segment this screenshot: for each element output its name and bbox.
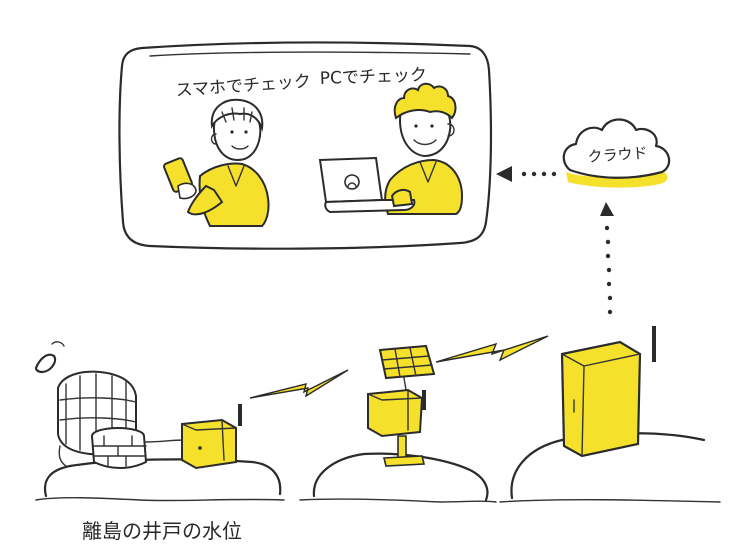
cloud-to-screen-arrow (496, 166, 557, 182)
sensor-box-icon (181, 404, 242, 470)
pc-check-label: PCでチェック (319, 65, 427, 89)
brick-well-icon (91, 427, 185, 469)
station-to-cloud-arrow (600, 202, 614, 315)
water-drop-icon (34, 341, 65, 374)
lightning-signal-icon-2 (435, 335, 549, 363)
cloud-icon (562, 118, 671, 188)
monitor-screen-frame (118, 41, 493, 250)
person-laptop-icon (318, 82, 464, 215)
right-island (499, 432, 721, 503)
cloud-label: クラウド (587, 144, 648, 166)
relay-station-icon (367, 344, 436, 467)
left-island (35, 458, 285, 502)
smartphone-check-label: スマホでチェック (175, 72, 312, 101)
base-station-cabinet-icon (560, 326, 656, 458)
lightning-signal-icon (249, 369, 349, 399)
caption-label: 離島の井戸の水位 (82, 519, 242, 543)
person-smartphone-icon (163, 98, 270, 227)
solar-panel-icon (378, 344, 436, 380)
